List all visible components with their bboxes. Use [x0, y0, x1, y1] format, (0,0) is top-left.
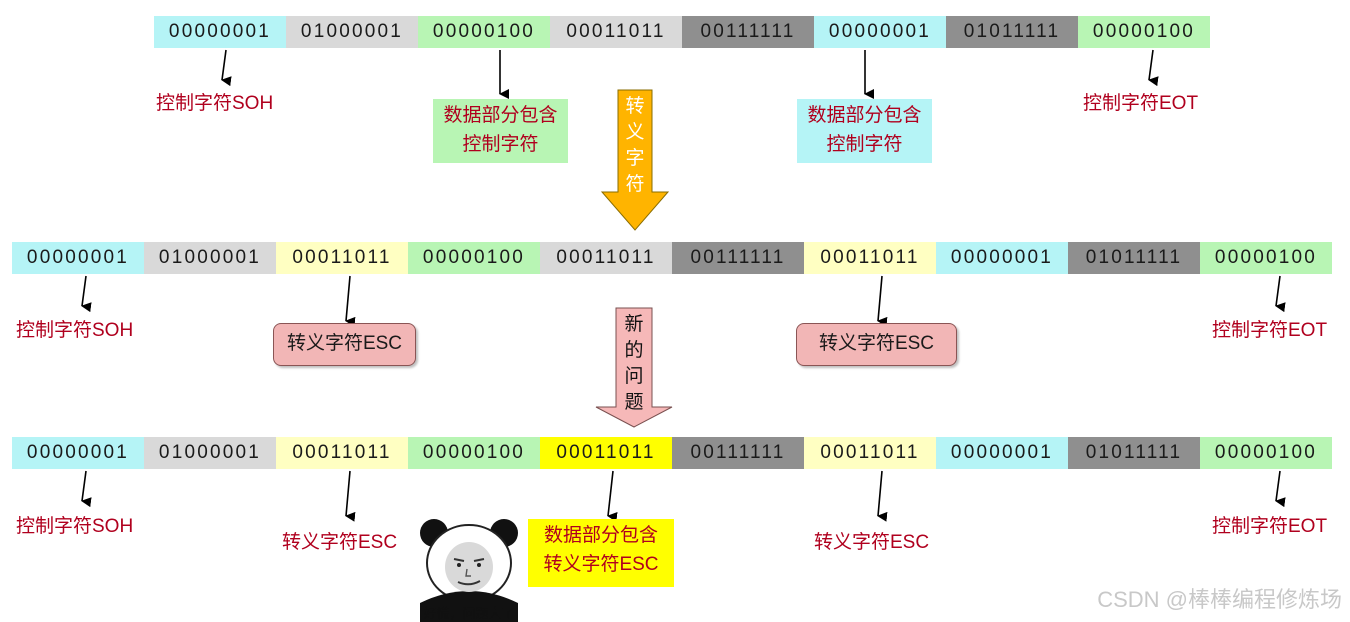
bit-segment: 00000001 [936, 437, 1068, 469]
bit-segment: 00000001 [936, 242, 1068, 274]
arrow-mid-esc-2 [877, 275, 888, 327]
problem-arrow-shape [595, 307, 673, 428]
escape-arrow-text: 转义 字符 [625, 96, 645, 195]
bit-segment: 00011011 [540, 437, 672, 469]
bit-segment: 00011011 [540, 242, 672, 274]
meme-caption: 好慌，问题大了 [423, 606, 515, 621]
bit-segment: 00000100 [1200, 242, 1332, 274]
bit-segment: 01011111 [946, 16, 1078, 48]
bit-segment: 00011011 [276, 437, 408, 469]
bit-segment: 00000001 [814, 16, 946, 48]
bit-segment: 01011111 [1068, 242, 1200, 274]
escape-arrow-shape [600, 89, 670, 231]
bit-segment: 00000001 [154, 16, 286, 48]
label-top-data-green: 数据部分包含控制字符 [433, 99, 568, 163]
arrow-bot-soh [81, 470, 92, 508]
bit-segment: 00011011 [804, 242, 936, 274]
label-bot-eot: 控制字符EOT [1212, 516, 1328, 537]
label-bot-esc-1: 转义字符ESC [282, 532, 398, 553]
bit-segment: 00011011 [276, 242, 408, 274]
bit-segment: 01000001 [144, 242, 276, 274]
arrow-mid-soh [81, 275, 92, 313]
bit-segment: 01011111 [1068, 437, 1200, 469]
watermark: CSDN @棒棒编程修炼场 [1097, 587, 1342, 612]
label-bot-esc-2: 转义字符ESC [814, 532, 930, 553]
bit-segment: 00000100 [408, 437, 540, 469]
bit-segment: 00111111 [672, 437, 804, 469]
arrow-top-eot [1148, 49, 1159, 87]
bit-segment: 00000100 [418, 16, 550, 48]
bit-segment: 00111111 [682, 16, 814, 48]
bit-segment: 00000100 [1200, 437, 1332, 469]
label-top-eot: 控制字符EOT [1083, 93, 1199, 114]
bit-segment: 01000001 [144, 437, 276, 469]
bit-segment: 00011011 [550, 16, 682, 48]
label-mid-esc-2: 转义字符ESC [796, 323, 957, 366]
bit-segment: 00000001 [12, 242, 144, 274]
bit-segment: 00011011 [804, 437, 936, 469]
arrow-bot-esc-2 [877, 470, 888, 522]
arrow-bot-data [607, 470, 618, 522]
label-bot-soh: 控制字符SOH [16, 516, 134, 537]
problem-arrow-text: 新的 问题 [624, 314, 644, 413]
arrow-mid-eot [1275, 275, 1286, 313]
bit-segment: 00111111 [672, 242, 804, 274]
bit-segment: 01000001 [286, 16, 418, 48]
arrow-top-soh [221, 49, 232, 87]
arrow-bot-esc-1 [345, 470, 356, 522]
panda-meme-image [414, 519, 524, 622]
label-bot-data: 数据部分包含转义字符ESC [528, 519, 674, 587]
label-mid-soh: 控制字符SOH [16, 320, 134, 341]
bit-segment: 00000100 [408, 242, 540, 274]
label-mid-esc-1: 转义字符ESC [273, 323, 416, 366]
bit-segment: 00000100 [1078, 16, 1210, 48]
arrow-bot-eot [1275, 470, 1286, 508]
arrow-mid-esc-1 [345, 275, 356, 327]
bit-segment: 00000001 [12, 437, 144, 469]
label-mid-eot: 控制字符EOT [1212, 320, 1328, 341]
label-top-soh: 控制字符SOH [156, 93, 274, 114]
label-top-data-cyan: 数据部分包含控制字符 [797, 99, 932, 163]
